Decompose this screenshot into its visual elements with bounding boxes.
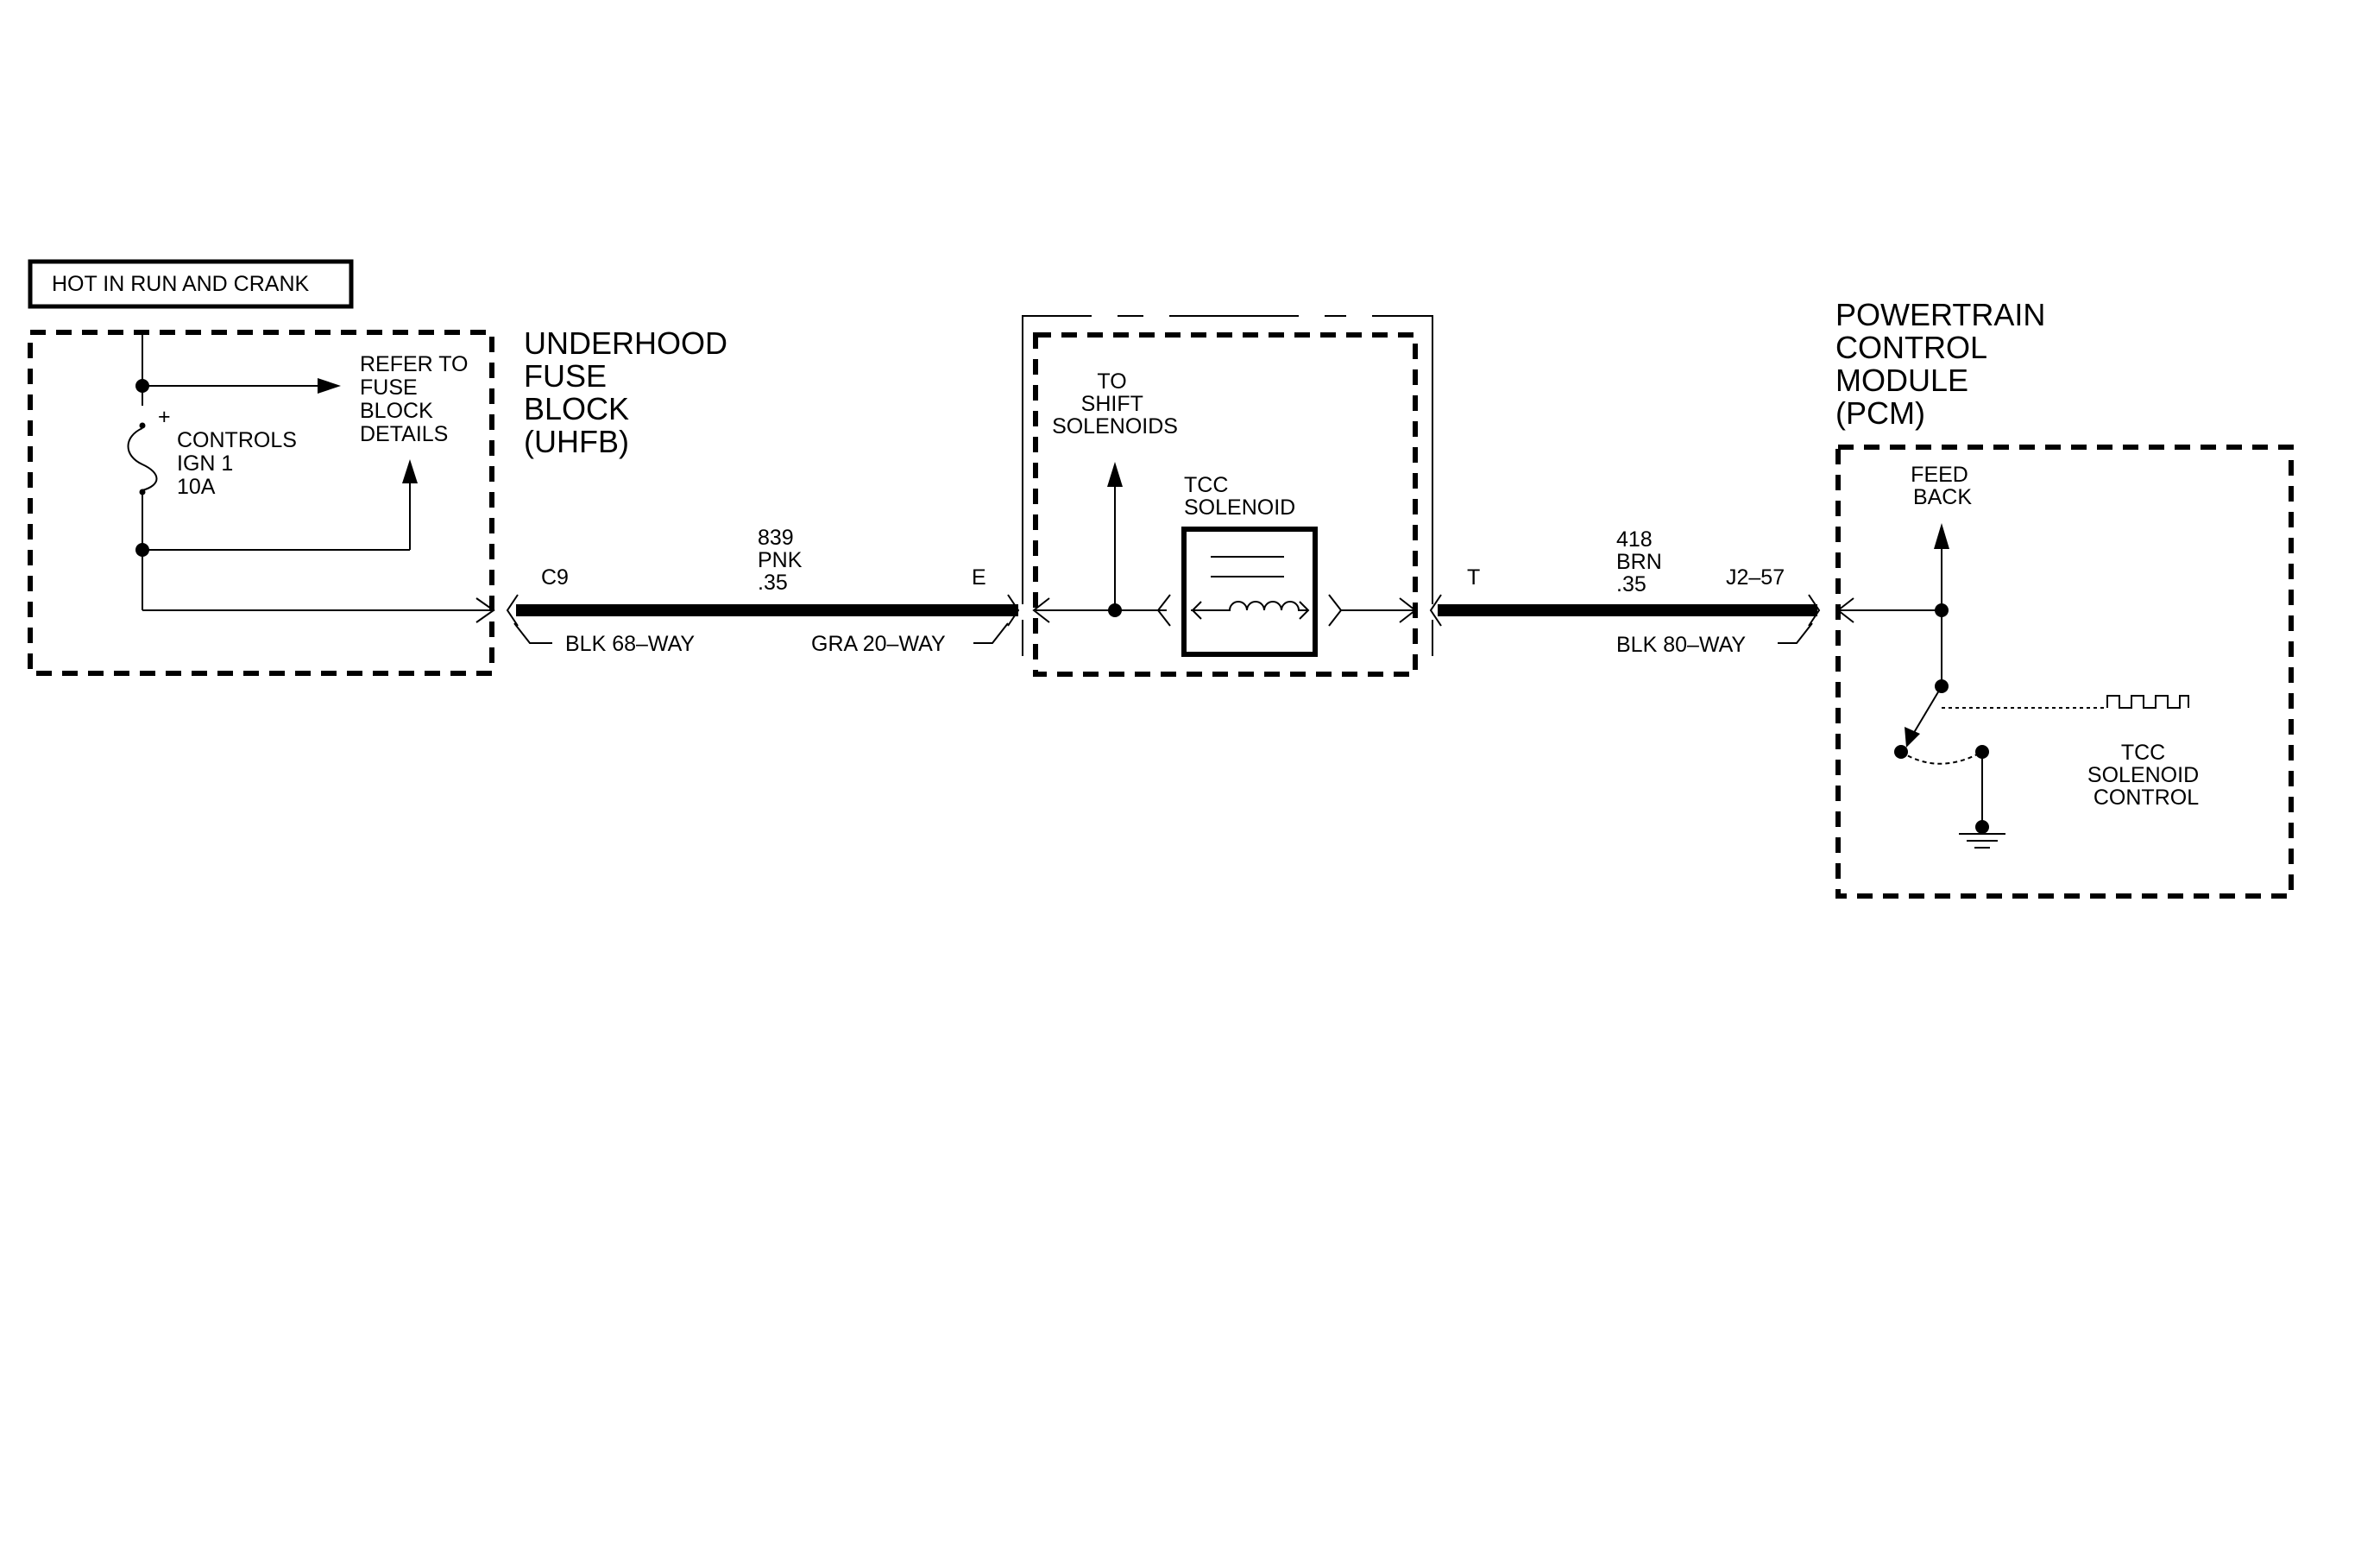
connector-j2-57-label: J2–57 (1726, 565, 1785, 590)
circuit-839-line-3: .35 (758, 571, 788, 595)
fuse-polarity: + (158, 405, 171, 429)
ground-icon (1959, 833, 2005, 849)
transmission-outer-outline-lower (1022, 620, 1433, 656)
tcc-control-line-1: TCC (2121, 741, 2165, 765)
fuse-terminal-bottom (139, 489, 146, 495)
housing-blk-68-way: BLK 68–WAY (565, 632, 695, 656)
hot-box-frame (28, 259, 354, 309)
uhfb-title-line-4: (UHFB) (524, 424, 629, 459)
solenoid-coil-icon (1191, 601, 1308, 611)
uhfb-block: + CONTROLS IGN 1 10A REFER TO FUSE BLOCK… (28, 330, 495, 676)
shift-line-1: TO (1097, 369, 1126, 394)
pcm-title-line-3: MODULE (1835, 363, 1968, 398)
feedback-line-1: FEED (1911, 463, 1968, 487)
pcm-module: FEED BACK TCC SOLENOID CONTROL (1835, 445, 2294, 899)
arrow-up-icon (402, 459, 418, 483)
tcc-solenoid-body (1181, 527, 1318, 657)
switch-arrow-icon (1905, 727, 1920, 748)
housing-leader-j2 (1778, 622, 1813, 644)
tcc-solenoid-control-label: TCC SOLENOID CONTROL (2087, 741, 2205, 810)
wire-418-brn: T J2–57 418 BRN .35 BLK 80–WAY (1429, 527, 1821, 657)
solenoid-pin-right (1328, 594, 1343, 627)
ground-splice-dot (1975, 820, 1989, 834)
pulse-waveform-icon (2106, 695, 2189, 709)
uhfb-dashed-outline (28, 330, 494, 676)
circuit-418-line-1: 418 (1616, 527, 1653, 552)
solenoid-pin-left (1156, 594, 1171, 627)
wire-839-pnk: C9 E 839 PNK .35 BLK 68–WAY GRA 20–WAY (506, 526, 1020, 656)
refer-to-fuse-block-details: REFER TO FUSE BLOCK DETAILS (360, 352, 474, 446)
housing-leader-left (513, 622, 552, 644)
fuse-icon (127, 427, 158, 491)
uhfb-title-line-3: BLOCK (524, 391, 629, 426)
tcc-solenoid-line-1: TCC (1184, 473, 1228, 497)
fuse-label: CONTROLS IGN 1 10A (177, 428, 303, 499)
housing-leader-right (973, 622, 1009, 644)
refer-line-3: BLOCK (360, 399, 433, 423)
circuit-839-line-1: 839 (758, 526, 794, 550)
connector-j2-outer (1808, 594, 1821, 627)
solenoid-coil-end-right (1299, 601, 1310, 620)
uhfb-title-line-2: FUSE (524, 358, 607, 394)
hot-box-label: HOT IN RUN AND CRANK (52, 272, 310, 296)
feedback-label: FEED BACK (1911, 463, 1974, 509)
transmission-outer-outline (1022, 315, 1433, 604)
connector-t-pin (1399, 597, 1417, 623)
connector-pin-c9-inner (475, 597, 495, 623)
pcm-title-line-2: CONTROL (1835, 330, 1986, 365)
circuit-418-line-2: BRN (1616, 550, 1662, 574)
circuit-839-label: 839 PNK .35 (758, 526, 808, 595)
tcc-control-line-3: CONTROL (2094, 786, 2199, 810)
refer-line-2: FUSE (360, 375, 418, 400)
arrow-up-icon-shift (1107, 462, 1123, 487)
pcm-dashed-outline (1835, 445, 2294, 899)
fuse-label-line-1: CONTROLS (177, 428, 297, 452)
solenoid-coil-end-left (1191, 601, 1202, 620)
switch-travel-arc (1900, 751, 1981, 765)
connector-t-label: T (1467, 565, 1480, 590)
arrow-right-icon (318, 378, 341, 394)
shift-line-3: SOLENOIDS (1052, 414, 1178, 439)
fuse-terminal-top (139, 422, 146, 429)
feedback-line-2: BACK (1913, 485, 1972, 509)
switch-arm (1911, 685, 1942, 736)
connector-e-pin (1032, 597, 1050, 623)
housing-gra-20-way: GRA 20–WAY (811, 632, 946, 656)
connector-c9-outer (506, 594, 519, 627)
tcc-solenoid-line-2: SOLENOID (1184, 495, 1295, 520)
connector-e-outer (1007, 594, 1020, 627)
fuse-label-line-3: 10A (177, 475, 216, 499)
refer-line-4: DETAILS (360, 422, 448, 446)
to-shift-solenoids-label: TO SHIFT SOLENOIDS (1052, 369, 1178, 439)
housing-blk-80-way: BLK 80–WAY (1616, 633, 1746, 657)
fuse-label-line-2: IGN 1 (177, 451, 233, 476)
transmission-assembly: TO SHIFT SOLENOIDS TCC SOLENOID (1022, 315, 1433, 677)
pcm-title-line-1: POWERTRAIN (1835, 297, 2045, 332)
pcm-title: POWERTRAIN CONTROL MODULE (PCM) (1835, 297, 2054, 431)
shift-line-2: SHIFT (1081, 392, 1143, 416)
uhfb-title-line-1: UNDERHOOD (524, 325, 727, 361)
transmission-dashed-outline (1033, 332, 1418, 677)
pcm-title-line-4: (PCM) (1835, 395, 1925, 431)
tcc-solenoid-label: TCC SOLENOID (1184, 473, 1295, 520)
hot-in-run-and-crank-box: HOT IN RUN AND CRANK (28, 259, 354, 309)
connector-c9-label: C9 (541, 565, 569, 590)
tcc-control-line-2: SOLENOID (2087, 763, 2199, 787)
circuit-418-line-3: .35 (1616, 572, 1646, 596)
connector-e-label: E (972, 565, 986, 590)
circuit-418-label: 418 BRN .35 (1616, 527, 1668, 596)
uhfb-title: UNDERHOOD FUSE BLOCK (UHFB) (524, 325, 736, 459)
circuit-839-line-2: PNK (758, 548, 803, 572)
connector-t-outer (1429, 594, 1442, 627)
refer-line-1: REFER TO (360, 352, 469, 376)
arrow-up-icon-feedback (1934, 523, 1949, 549)
